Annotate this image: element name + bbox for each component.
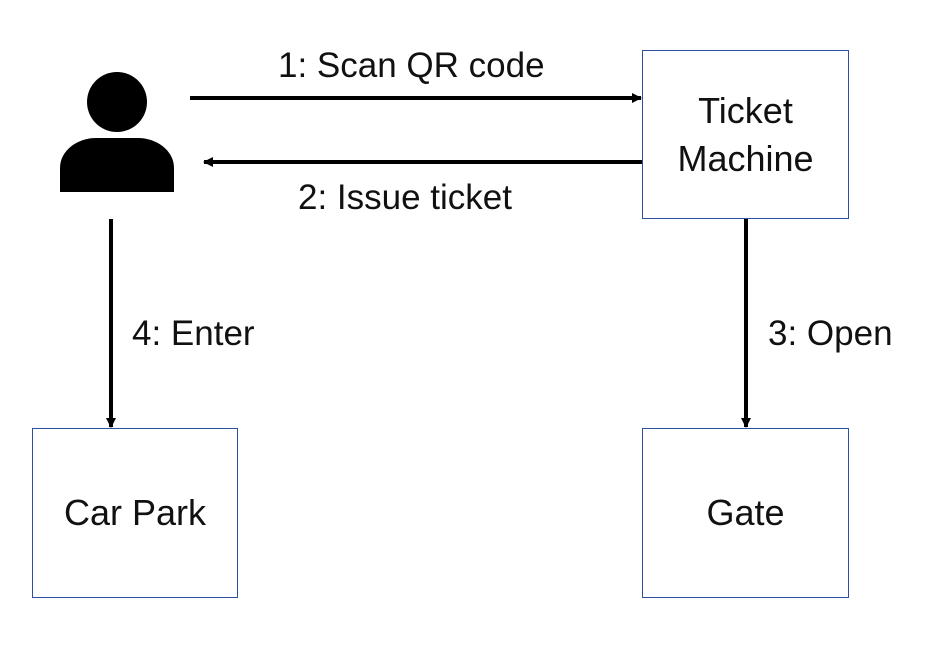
edge-label-issue-ticket: 2: Issue ticket [298,178,512,217]
edge-label-scan-qr: 1: Scan QR code [278,46,545,85]
car-park-box: Car Park [32,428,238,598]
edge-label-open: 3: Open [768,314,893,353]
gate-label: Gate [706,492,785,533]
ticket-machine-label-line2: Machine [677,137,814,179]
person-icon [60,72,174,192]
ticket-machine-box: Ticket Machine [642,50,849,219]
car-park-label: Car Park [63,492,207,533]
gate-box: Gate [642,428,849,598]
edge-label-enter: 4: Enter [132,314,255,353]
ticket-machine-label-line1: Ticket [698,89,793,131]
